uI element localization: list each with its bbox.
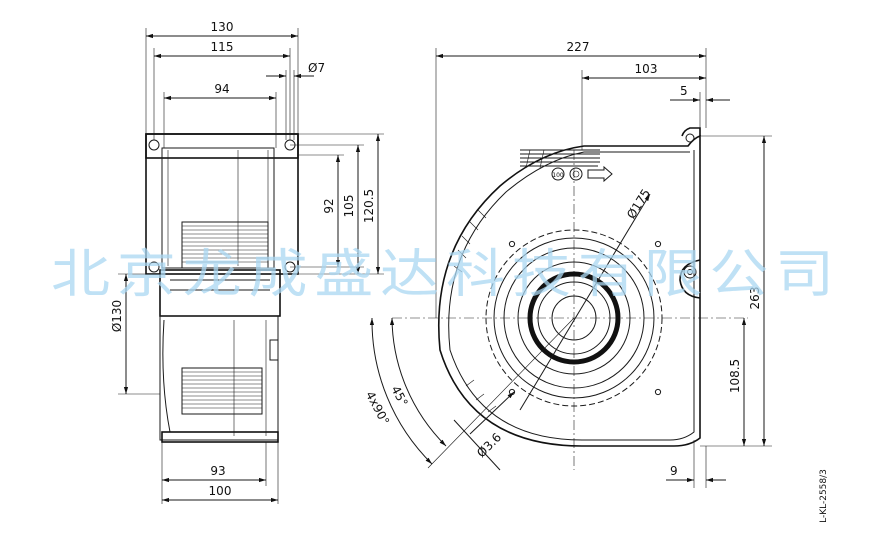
motor-fins-lower (181, 367, 263, 415)
company-watermark: 北京龙成盛达科技有限公司 (51, 245, 841, 305)
dim-120-5: 120.5 (362, 189, 376, 223)
motor-fins-upper (181, 221, 269, 269)
cert-mark-text: 100 (552, 172, 564, 179)
dim-93: 93 (210, 464, 225, 478)
dim-130: 130 (211, 20, 234, 34)
dim-9: 9 (670, 464, 678, 478)
dim-94: 94 (214, 82, 229, 96)
dim-103: 103 (635, 62, 658, 76)
dim-100: 100 (209, 484, 232, 498)
dim-dia3-6: Ø3.6 (474, 430, 504, 460)
dim-4x90deg: 4x90° (363, 389, 392, 427)
dim-263: 263 (748, 287, 762, 310)
side-view: 130 115 Ø7 94 92 105 120.5 Ø130 93 (110, 20, 384, 504)
dim-115: 115 (211, 40, 234, 54)
certification-marks: 100 (551, 165, 613, 183)
dim-105: 105 (342, 195, 356, 218)
housing-ribs (453, 209, 497, 413)
dim-45deg: 45° (388, 383, 410, 408)
dim-92: 92 (322, 198, 336, 213)
dim-227: 227 (567, 40, 590, 54)
drawing-id: L-KL-2558/3 (819, 469, 829, 523)
dim-5: 5 (680, 84, 688, 98)
dim-dia7: Ø7 (308, 61, 325, 75)
dim-108-5: 108.5 (728, 359, 742, 393)
dim-dia130: Ø130 (110, 300, 124, 332)
dim-dia175: Ø175 (624, 186, 653, 221)
top-vent (520, 149, 600, 169)
